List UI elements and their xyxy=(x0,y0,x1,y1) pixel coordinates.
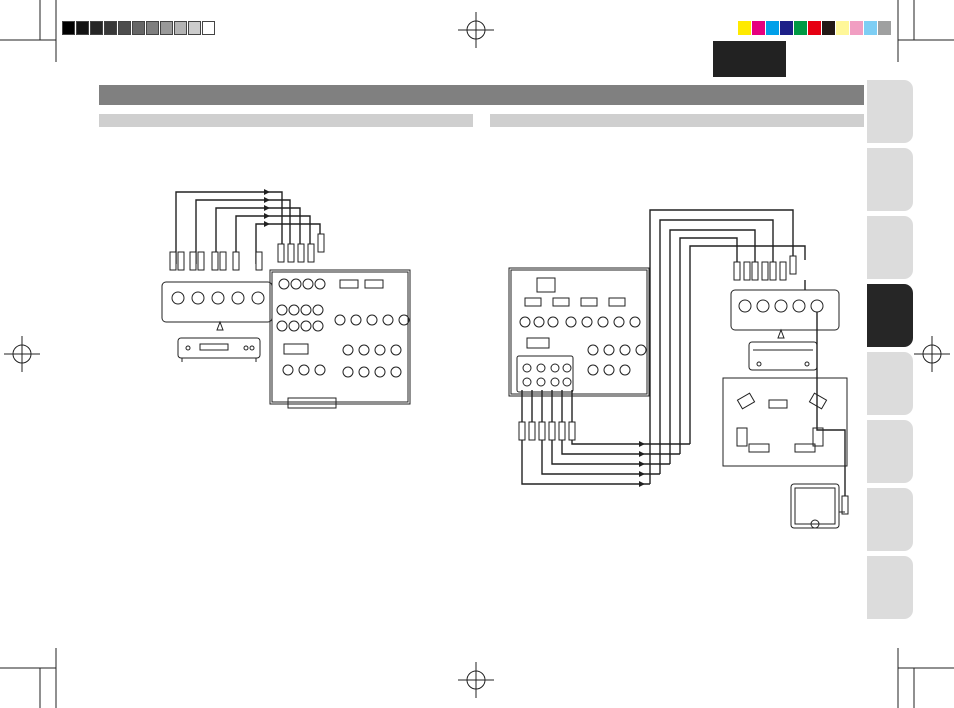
chapter-tab[interactable] xyxy=(867,352,913,415)
chapter-tab[interactable] xyxy=(867,284,913,347)
color-swatch xyxy=(836,21,849,35)
subsection-bar-left xyxy=(99,114,473,127)
color-swatch xyxy=(850,21,863,35)
registration-mark-bottom xyxy=(458,662,494,698)
grayscale-swatch xyxy=(132,21,145,35)
chapter-tab[interactable] xyxy=(867,488,913,551)
direction-arrows xyxy=(264,189,270,227)
color-swatch xyxy=(780,21,793,35)
power-amplifier xyxy=(748,341,818,371)
grayscale-swatch xyxy=(118,21,131,35)
dvd-player xyxy=(177,337,261,362)
grayscale-swatch xyxy=(202,21,215,35)
speaker-layout xyxy=(722,377,848,467)
subsection-bar-right xyxy=(490,114,864,127)
section-title-bar xyxy=(99,85,864,105)
grayscale-swatch xyxy=(174,21,187,35)
color-swatch xyxy=(794,21,807,35)
chapter-tab[interactable] xyxy=(867,148,913,211)
registration-mark-right xyxy=(914,336,950,372)
color-swatch xyxy=(864,21,877,35)
grayscale-swatch xyxy=(90,21,103,35)
chapter-tab[interactable] xyxy=(867,80,913,143)
receiver-back-panel xyxy=(508,267,650,397)
grayscale-swatch xyxy=(188,21,201,35)
chapter-tab[interactable] xyxy=(867,556,913,619)
registration-mark-left xyxy=(4,336,40,372)
rca-plugs xyxy=(169,233,325,271)
chapter-tab[interactable] xyxy=(867,420,913,483)
grayscale-swatch xyxy=(76,21,89,35)
color-swatch xyxy=(738,21,751,35)
color-swatch xyxy=(752,21,765,35)
registration-mark-top xyxy=(458,12,494,48)
receiver-amplifier-tv-connection-diagram xyxy=(508,209,849,529)
grayscale-swatch xyxy=(160,21,173,35)
color-swatch xyxy=(766,21,779,35)
receiver-back-panel xyxy=(269,269,411,409)
color-swatch xyxy=(878,21,891,35)
direction-arrows xyxy=(639,441,645,487)
color-swatch xyxy=(822,21,835,35)
grayscale-swatch xyxy=(146,21,159,35)
television xyxy=(790,483,845,529)
grayscale-swatch xyxy=(62,21,75,35)
grayscale-swatch xyxy=(104,21,117,35)
color-swatch xyxy=(808,21,821,35)
language-tab xyxy=(713,41,786,77)
chapter-tab[interactable] xyxy=(867,216,913,279)
dvd-player-connection-diagram xyxy=(161,189,411,409)
